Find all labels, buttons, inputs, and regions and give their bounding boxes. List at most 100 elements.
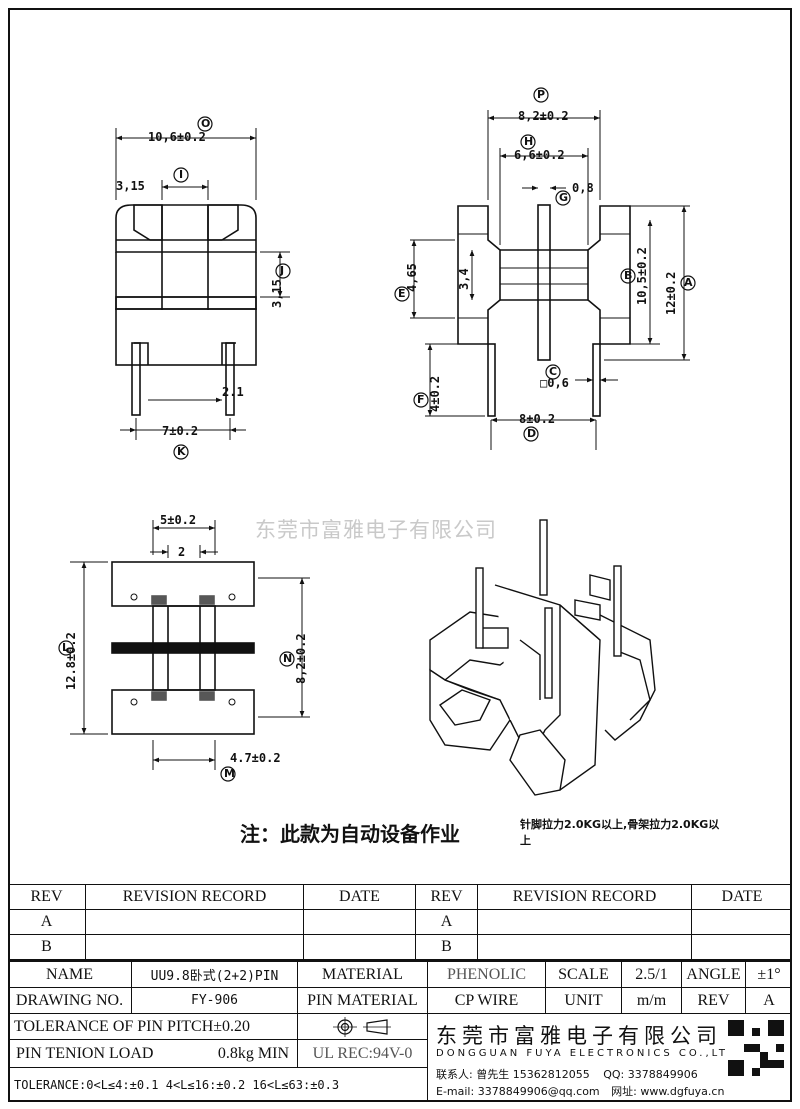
- unit-value: m/m: [622, 988, 682, 1014]
- dim-slot-inner: 3,4: [457, 268, 471, 290]
- ref-i: I: [179, 168, 184, 181]
- dim-top-inner: 3,15: [116, 179, 145, 193]
- bottom-view: [58, 520, 310, 782]
- ref-j: J: [280, 264, 285, 277]
- date-header-left: DATE: [304, 884, 416, 910]
- note-side: 针脚拉力2.0KG以上,骨架拉力2.0KG以上: [520, 818, 720, 847]
- pin-tension-value: 0.8kg MIN: [217, 1044, 289, 1062]
- note-main: 注：此款为自动设备作业: [240, 822, 460, 846]
- pin-material-label: PIN MATERIAL: [298, 988, 428, 1014]
- material-label: MATERIAL: [298, 962, 428, 988]
- dim-pin-gap: 2.1: [222, 385, 244, 399]
- ref-m: M: [224, 767, 235, 780]
- title-block: REV REVISION RECORD DATE REV REVISION RE…: [8, 884, 792, 1102]
- ul-rec: UL REC:94V-0: [298, 1040, 428, 1068]
- ref-n: N: [283, 652, 293, 665]
- dim-pin-square: □0,6: [540, 376, 569, 390]
- angle-value: ±1°: [746, 962, 792, 988]
- date-a-right: [692, 910, 792, 935]
- rev-header-right: REV: [416, 884, 478, 910]
- scale-value: 2.5/1: [622, 962, 682, 988]
- pin-material-value: CP WIRE: [428, 988, 546, 1014]
- angle-label: ANGLE: [682, 962, 746, 988]
- projection-symbol-icon: [332, 1016, 391, 1037]
- unit-label: UNIT: [546, 988, 622, 1014]
- tolerance-pitch: TOLERANCE OF PIN PITCH±0.20: [8, 1014, 298, 1040]
- ref-a: A: [684, 276, 693, 289]
- contact-value: 曾先生 15362812055: [476, 1068, 590, 1081]
- isometric-view: [429, 519, 656, 796]
- rev-a-right: A: [416, 910, 478, 935]
- dim-side-width: 8,2±0.2: [518, 109, 569, 123]
- dim-top-width: 10,6±0.2: [148, 130, 206, 144]
- rev-a-left: A: [8, 910, 86, 935]
- name-label: NAME: [8, 962, 132, 988]
- ref-k: K: [177, 445, 186, 458]
- dim-side-pin-pitch: 8±0.2: [519, 412, 556, 426]
- rev-label: REV: [682, 988, 746, 1014]
- drawing-label: DRAWING NO.: [8, 988, 132, 1014]
- qq-label: QQ:: [603, 1068, 625, 1081]
- name-value: UU9.8卧式(2+2)PIN: [132, 962, 298, 988]
- ref-d: D: [527, 427, 537, 440]
- dim-bottom-n: 8,2±0.2: [294, 633, 308, 684]
- rev-b-right: B: [416, 935, 478, 960]
- dim-slot-height: 4,65: [405, 263, 419, 292]
- ref-l: L: [62, 641, 70, 654]
- record-b-left: [86, 935, 304, 960]
- date-a-left: [304, 910, 416, 935]
- contact-label: 联系人:: [436, 1068, 473, 1081]
- record-b-right: [478, 935, 692, 960]
- dim-front-pin-pitch: 7±0.2: [162, 424, 199, 438]
- record-header-right: REVISION RECORD: [478, 884, 692, 910]
- date-b-right: [692, 935, 792, 960]
- email-line: E-mail: 3378849906@qq.com 网址: www.dgfuya…: [436, 1083, 724, 1099]
- ref-g: G: [559, 191, 569, 204]
- ref-p: P: [537, 88, 546, 101]
- projection-symbol-cell: [298, 1014, 428, 1040]
- pin-tension-label: PIN TENION LOAD: [16, 1044, 154, 1062]
- dim-flange: 0,8: [572, 181, 594, 195]
- dim-total-height: 12±0.2: [664, 271, 678, 315]
- scale-label: SCALE: [546, 962, 622, 988]
- email-value[interactable]: 3378849906@qq.com: [477, 1085, 600, 1098]
- technical-drawing: [58, 87, 696, 796]
- pin-tension-cell: PIN TENION LOAD 0.8kg MIN: [8, 1040, 298, 1068]
- ref-h: H: [524, 135, 534, 148]
- rev-value: A: [746, 988, 792, 1014]
- ref-c: C: [549, 365, 558, 378]
- ref-o: O: [201, 117, 211, 130]
- ref-f: F: [417, 393, 425, 406]
- dim-bottom-m: 4.7±0.2: [230, 751, 281, 765]
- email-label: E-mail:: [436, 1085, 475, 1098]
- drawing-value: FY-906: [132, 988, 298, 1014]
- front-view: [115, 116, 291, 460]
- company-name-cn: 东莞市富雅电子有限公司: [436, 1024, 722, 1048]
- record-header-left: REVISION RECORD: [86, 884, 304, 910]
- tolerance-line: TOLERANCE:0<L≤4:±0.1 4<L≤16:±0.2 16<L≤63…: [8, 1068, 428, 1102]
- side-view: [394, 87, 696, 450]
- ref-e: E: [398, 287, 406, 300]
- company-block: 东莞市富雅电子有限公司 DONGGUAN FUYA ELECTRONICS CO…: [428, 1014, 792, 1102]
- web-label: 网址:: [611, 1085, 637, 1098]
- rev-header-left: REV: [8, 884, 86, 910]
- record-a-right: [478, 910, 692, 935]
- material-value: PHENOLIC: [428, 962, 546, 988]
- date-b-left: [304, 935, 416, 960]
- date-header-right: DATE: [692, 884, 792, 910]
- dim-j-value: 3,15: [270, 279, 284, 308]
- dim-side-inner: 6,6±0.2: [514, 148, 565, 162]
- qq-value: 3378849906: [627, 1068, 698, 1081]
- dim-bottom-gap: 2: [178, 545, 186, 559]
- rev-b-left: B: [8, 935, 86, 960]
- company-name-en: DONGGUAN FUYA ELECTRONICS CO.,LTD: [436, 1048, 739, 1059]
- drawing-frame: [8, 8, 792, 1102]
- watermark: 东莞市富雅电子有限公司: [255, 518, 497, 542]
- ref-b: B: [624, 269, 633, 282]
- qr-code-icon: [728, 1020, 784, 1076]
- dim-inner-height: 10,5±0.2: [635, 247, 649, 305]
- web-value[interactable]: www.dgfuya.cn: [640, 1085, 725, 1098]
- dim-bottom-top: 5±0.2: [160, 513, 197, 527]
- record-a-left: [86, 910, 304, 935]
- dim-pin-length: 4±0.2: [428, 375, 442, 412]
